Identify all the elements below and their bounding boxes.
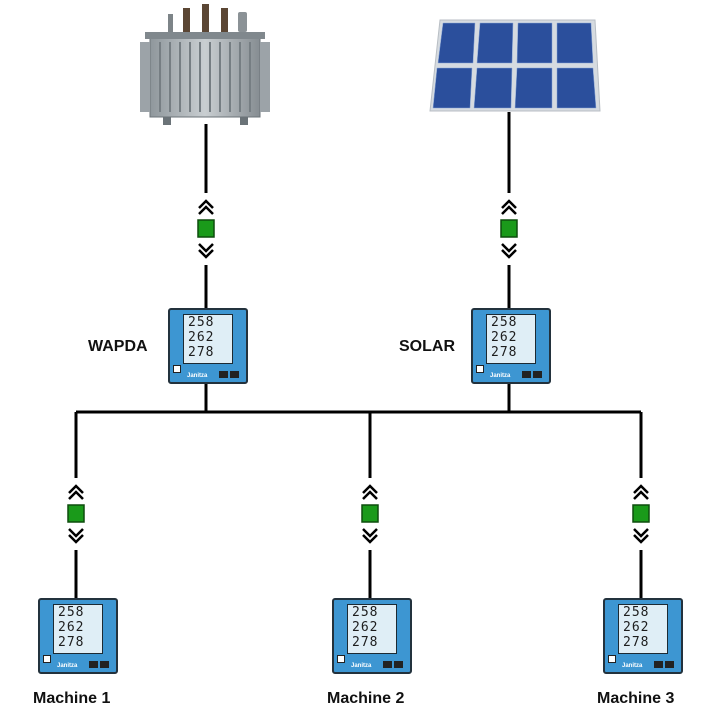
meter-brand: Janitza (490, 373, 511, 379)
meter-reading-2: 262 (352, 620, 379, 635)
meter-reading-2: 262 (491, 330, 518, 345)
meter-reading-1: 258 (623, 605, 650, 620)
meter-reading-1: 258 (491, 315, 518, 330)
meter-buttons (381, 655, 403, 668)
meter-brand: Janitza (57, 663, 78, 669)
meter-buttons (652, 655, 674, 668)
meter-brand: Janitza (351, 663, 372, 669)
bidirectional-arrow-icon (500, 193, 518, 265)
energy-meter-icon: 258 262 278 Janitza (603, 598, 683, 674)
energy-meter-icon: 258 262 278 Janitza (168, 308, 248, 384)
meter-reading-3: 278 (58, 635, 85, 650)
meter-brand: Janitza (622, 663, 643, 669)
qr-code (43, 655, 51, 663)
meter-reading-2: 262 (188, 330, 215, 345)
machine-2-label: Machine 2 (327, 690, 405, 707)
meter-buttons (520, 365, 542, 378)
bidirectional-arrow-icon (632, 478, 650, 550)
meter-reading-1: 258 (58, 605, 85, 620)
meter-reading-1: 258 (352, 605, 379, 620)
wapda-label: WAPDA (88, 338, 148, 355)
energy-meter-icon: 258 262 278 Janitza (38, 598, 118, 674)
qr-code (173, 365, 181, 373)
meter-screen: 258 262 278 (53, 604, 103, 654)
bidirectional-arrow-icon (197, 193, 215, 265)
solar-panel-icon (429, 19, 601, 112)
meter-buttons (87, 655, 109, 668)
transformer-icon (140, 4, 270, 125)
bidirectional-arrow-icon (67, 478, 85, 550)
bidirectional-arrow-icon (361, 478, 379, 550)
machine-3-label: Machine 3 (597, 690, 675, 707)
meter-screen: 258 262 278 (347, 604, 397, 654)
meter-reading-3: 278 (188, 345, 215, 360)
meter-reading-3: 278 (491, 345, 518, 360)
solar-label: SOLAR (399, 338, 455, 355)
energy-meter-icon: 258 262 278 Janitza (471, 308, 551, 384)
meter-screen: 258 262 278 (183, 314, 233, 364)
qr-code (337, 655, 345, 663)
qr-code (608, 655, 616, 663)
qr-code (476, 365, 484, 373)
energy-meter-icon: 258 262 278 Janitza (332, 598, 412, 674)
meter-reading-2: 262 (623, 620, 650, 635)
meter-buttons (217, 365, 239, 378)
meter-brand: Janitza (187, 373, 208, 379)
meter-reading-1: 258 (188, 315, 215, 330)
meter-reading-3: 278 (352, 635, 379, 650)
machine-1-label: Machine 1 (33, 690, 111, 707)
meter-reading-2: 262 (58, 620, 85, 635)
meter-screen: 258 262 278 (486, 314, 536, 364)
wiring (74, 112, 643, 598)
meter-screen: 258 262 278 (618, 604, 668, 654)
meter-reading-3: 278 (623, 635, 650, 650)
